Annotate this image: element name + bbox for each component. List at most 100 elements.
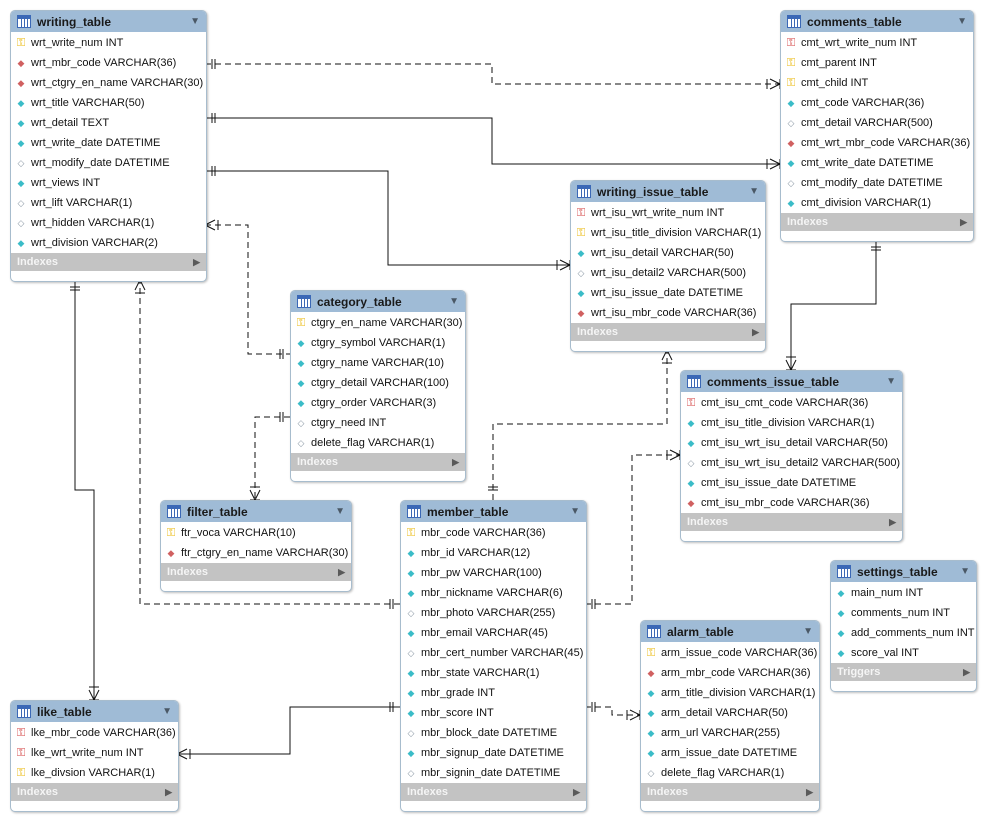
- expand-arrow-icon[interactable]: ▶: [963, 666, 970, 677]
- column-row[interactable]: ◆wrt_ctgry_en_name VARCHAR(30): [11, 73, 206, 93]
- column-row[interactable]: ◆arm_mbr_code VARCHAR(36): [641, 663, 819, 683]
- column-row[interactable]: ⚿cmt_isu_cmt_code VARCHAR(36): [681, 393, 902, 413]
- column-row[interactable]: ⚿ctgry_en_name VARCHAR(30): [291, 313, 465, 333]
- column-row[interactable]: ⚿wrt_write_num INT: [11, 33, 206, 53]
- column-row[interactable]: ◆main_num INT: [831, 583, 976, 603]
- column-row[interactable]: ⚿wrt_isu_wrt_write_num INT: [571, 203, 765, 223]
- column-row[interactable]: ◆cmt_isu_title_division VARCHAR(1): [681, 413, 902, 433]
- category-table[interactable]: category_table ▼ ⚿ctgry_en_name VARCHAR(…: [290, 290, 466, 482]
- indexes-section[interactable]: Indexes ▶: [291, 453, 465, 471]
- table-header[interactable]: category_table ▼: [291, 291, 465, 312]
- column-row[interactable]: ◆add_comments_num INT: [831, 623, 976, 643]
- expand-arrow-icon[interactable]: ▶: [806, 786, 813, 797]
- indexes-section[interactable]: Indexes ▶: [11, 253, 206, 271]
- alarm-table[interactable]: alarm_table ▼ ⚿arm_issue_code VARCHAR(36…: [640, 620, 820, 812]
- column-row[interactable]: ◆cmt_isu_issue_date DATETIME: [681, 473, 902, 493]
- column-row[interactable]: ◆arm_title_division VARCHAR(1): [641, 683, 819, 703]
- table-header[interactable]: comments_table ▼: [781, 11, 973, 32]
- collapse-arrow-icon[interactable]: ▼: [162, 706, 172, 717]
- column-row[interactable]: ◆mbr_email VARCHAR(45): [401, 623, 586, 643]
- table-header[interactable]: comments_issue_table ▼: [681, 371, 902, 392]
- column-row[interactable]: ◆wrt_title VARCHAR(50): [11, 93, 206, 113]
- column-row[interactable]: ◆ctgry_detail VARCHAR(100): [291, 373, 465, 393]
- table-header[interactable]: member_table ▼: [401, 501, 586, 522]
- column-row[interactable]: ◇cmt_modify_date DATETIME: [781, 173, 973, 193]
- indexes-section[interactable]: Indexes ▶: [401, 783, 586, 801]
- column-row[interactable]: ◇ctgry_need INT: [291, 413, 465, 433]
- collapse-arrow-icon[interactable]: ▼: [335, 506, 345, 517]
- column-row[interactable]: ◆ctgry_symbol VARCHAR(1): [291, 333, 465, 353]
- table-header[interactable]: settings_table ▼: [831, 561, 976, 582]
- indexes-section[interactable]: Indexes ▶: [641, 783, 819, 801]
- column-row[interactable]: ◆wrt_isu_detail VARCHAR(50): [571, 243, 765, 263]
- column-row[interactable]: ◇wrt_hidden VARCHAR(1): [11, 213, 206, 233]
- expand-arrow-icon[interactable]: ▶: [752, 326, 759, 337]
- column-row[interactable]: ⚿cmt_child INT: [781, 73, 973, 93]
- column-row[interactable]: ◇mbr_signin_date DATETIME: [401, 763, 586, 783]
- column-row[interactable]: ◆comments_num INT: [831, 603, 976, 623]
- column-row[interactable]: ⚿ftr_voca VARCHAR(10): [161, 523, 351, 543]
- column-row[interactable]: ◆mbr_signup_date DATETIME: [401, 743, 586, 763]
- column-row[interactable]: ◆arm_url VARCHAR(255): [641, 723, 819, 743]
- column-row[interactable]: ◇mbr_photo VARCHAR(255): [401, 603, 586, 623]
- collapse-arrow-icon[interactable]: ▼: [190, 16, 200, 27]
- column-row[interactable]: ◆arm_detail VARCHAR(50): [641, 703, 819, 723]
- column-row[interactable]: ⚿mbr_code VARCHAR(36): [401, 523, 586, 543]
- column-row[interactable]: ⚿wrt_isu_title_division VARCHAR(1): [571, 223, 765, 243]
- column-row[interactable]: ◆mbr_grade INT: [401, 683, 586, 703]
- column-row[interactable]: ◇wrt_lift VARCHAR(1): [11, 193, 206, 213]
- column-row[interactable]: ◇wrt_isu_detail2 VARCHAR(500): [571, 263, 765, 283]
- table-header[interactable]: like_table ▼: [11, 701, 178, 722]
- column-row[interactable]: ⚿cmt_wrt_write_num INT: [781, 33, 973, 53]
- column-row[interactable]: ◇delete_flag VARCHAR(1): [641, 763, 819, 783]
- column-row[interactable]: ◇cmt_detail VARCHAR(500): [781, 113, 973, 133]
- like-table[interactable]: like_table ▼ ⚿lke_mbr_code VARCHAR(36)⚿l…: [10, 700, 179, 812]
- column-row[interactable]: ◆wrt_write_date DATETIME: [11, 133, 206, 153]
- column-row[interactable]: ◆mbr_pw VARCHAR(100): [401, 563, 586, 583]
- column-row[interactable]: ◆cmt_division VARCHAR(1): [781, 193, 973, 213]
- column-row[interactable]: ◆wrt_isu_issue_date DATETIME: [571, 283, 765, 303]
- column-row[interactable]: ◇cmt_isu_wrt_isu_detail2 VARCHAR(500): [681, 453, 902, 473]
- collapse-arrow-icon[interactable]: ▼: [749, 186, 759, 197]
- column-row[interactable]: ⚿cmt_parent INT: [781, 53, 973, 73]
- filter-table[interactable]: filter_table ▼ ⚿ftr_voca VARCHAR(10)◆ftr…: [160, 500, 352, 592]
- collapse-arrow-icon[interactable]: ▼: [886, 376, 896, 387]
- column-row[interactable]: ◆cmt_wrt_mbr_code VARCHAR(36): [781, 133, 973, 153]
- indexes-section[interactable]: Indexes ▶: [681, 513, 902, 531]
- column-row[interactable]: ◆mbr_score INT: [401, 703, 586, 723]
- comments-table[interactable]: comments_table ▼ ⚿cmt_wrt_write_num INT⚿…: [780, 10, 974, 242]
- column-row[interactable]: ◆mbr_nickname VARCHAR(6): [401, 583, 586, 603]
- column-row[interactable]: ◆cmt_code VARCHAR(36): [781, 93, 973, 113]
- writing-issue-table[interactable]: writing_issue_table ▼ ⚿wrt_isu_wrt_write…: [570, 180, 766, 352]
- indexes-section[interactable]: Indexes ▶: [781, 213, 973, 231]
- indexes-section[interactable]: Indexes ▶: [571, 323, 765, 341]
- collapse-arrow-icon[interactable]: ▼: [449, 296, 459, 307]
- column-row[interactable]: ⚿arm_issue_code VARCHAR(36): [641, 643, 819, 663]
- column-row[interactable]: ◆mbr_id VARCHAR(12): [401, 543, 586, 563]
- triggers-section[interactable]: Triggers ▶: [831, 663, 976, 681]
- column-row[interactable]: ◆cmt_isu_wrt_isu_detail VARCHAR(50): [681, 433, 902, 453]
- collapse-arrow-icon[interactable]: ▼: [960, 566, 970, 577]
- table-header[interactable]: writing_table ▼: [11, 11, 206, 32]
- column-row[interactable]: ◆wrt_detail TEXT: [11, 113, 206, 133]
- expand-arrow-icon[interactable]: ▶: [338, 566, 345, 577]
- column-row[interactable]: ◆cmt_write_date DATETIME: [781, 153, 973, 173]
- column-row[interactable]: ◇mbr_block_date DATETIME: [401, 723, 586, 743]
- column-row[interactable]: ◆wrt_views INT: [11, 173, 206, 193]
- column-row[interactable]: ◇wrt_modify_date DATETIME: [11, 153, 206, 173]
- indexes-section[interactable]: Indexes ▶: [161, 563, 351, 581]
- writing-table[interactable]: writing_table ▼ ⚿wrt_write_num INT◆wrt_m…: [10, 10, 207, 282]
- comments-issue-table[interactable]: comments_issue_table ▼ ⚿cmt_isu_cmt_code…: [680, 370, 903, 542]
- table-header[interactable]: writing_issue_table ▼: [571, 181, 765, 202]
- settings-table[interactable]: settings_table ▼ ◆main_num INT◆comments_…: [830, 560, 977, 692]
- column-row[interactable]: ◆ctgry_order VARCHAR(3): [291, 393, 465, 413]
- expand-arrow-icon[interactable]: ▶: [889, 516, 896, 527]
- column-row[interactable]: ⚿lke_mbr_code VARCHAR(36): [11, 723, 178, 743]
- column-row[interactable]: ◆wrt_division VARCHAR(2): [11, 233, 206, 253]
- member-table[interactable]: member_table ▼ ⚿mbr_code VARCHAR(36)◆mbr…: [400, 500, 587, 812]
- expand-arrow-icon[interactable]: ▶: [165, 786, 172, 797]
- expand-arrow-icon[interactable]: ▶: [573, 786, 580, 797]
- column-row[interactable]: ◆cmt_isu_mbr_code VARCHAR(36): [681, 493, 902, 513]
- expand-arrow-icon[interactable]: ▶: [960, 216, 967, 227]
- table-header[interactable]: alarm_table ▼: [641, 621, 819, 642]
